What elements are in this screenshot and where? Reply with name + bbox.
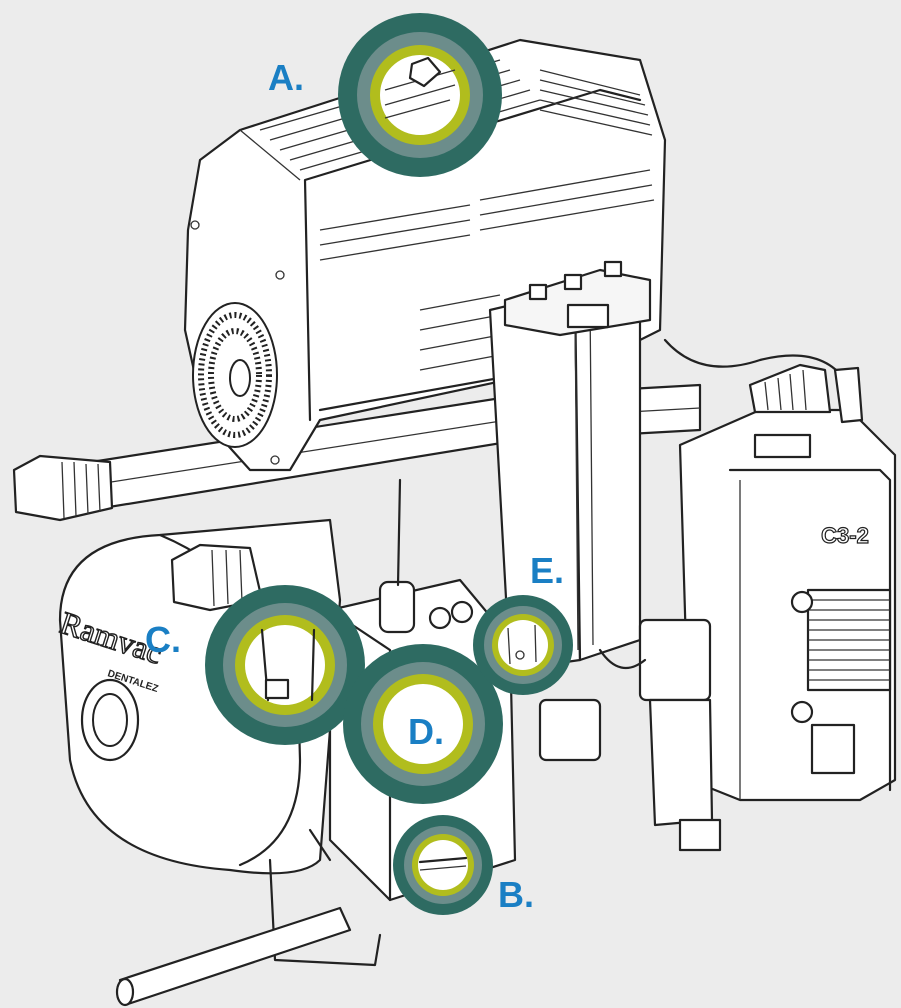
callout-ring-E[interactable] <box>473 595 573 695</box>
callout-label-B: B. <box>498 874 534 915</box>
callout-label-A: A. <box>268 57 304 98</box>
filter-column <box>488 260 652 672</box>
zoom-detail <box>383 684 463 764</box>
callout-ring-C[interactable] <box>205 585 365 745</box>
control-cabinet: C3-2 <box>663 338 897 802</box>
zoom-detail <box>498 620 548 670</box>
callout-ring-A[interactable] <box>338 13 502 177</box>
callout-ring-D[interactable] <box>343 644 503 804</box>
stand-legs <box>115 828 382 1007</box>
model-label: C3-2 <box>821 523 869 548</box>
zoom-detail <box>418 840 468 890</box>
solenoid-valves <box>538 618 722 852</box>
callout-label-C: C. <box>145 619 181 660</box>
callout-label-D: D. <box>408 711 444 752</box>
left-rubber-foot <box>12 454 114 522</box>
cabinet-grille <box>806 588 892 692</box>
callout-ring-B[interactable] <box>393 815 493 915</box>
callout-label-E: E. <box>530 550 564 591</box>
